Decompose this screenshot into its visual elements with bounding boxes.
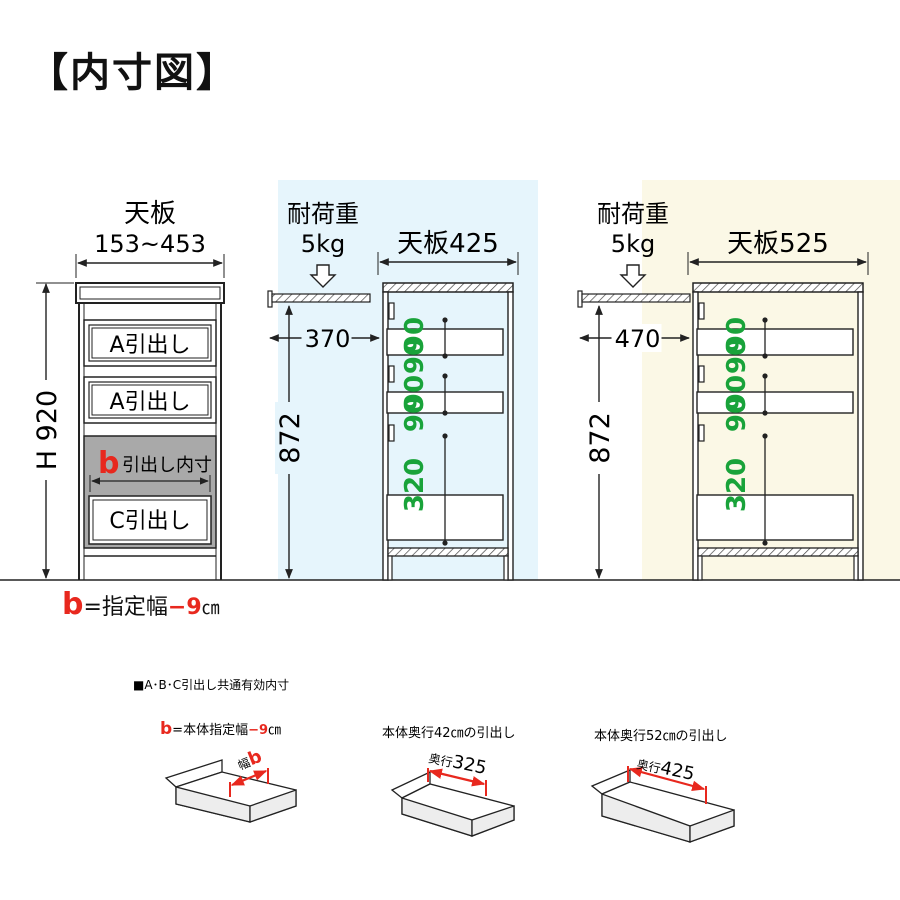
side-1-drawer-height-2: 90: [400, 338, 430, 374]
drawer-a-1-label: A引出し: [109, 333, 190, 358]
side-1-load-label: 耐荷重: [287, 200, 359, 228]
front-view: 天板 153~453 H 920 A引出し A引出し: [30, 199, 225, 622]
drawer-a-2-label: A引出し: [109, 390, 190, 415]
common-item-1-dim: 幅b: [234, 746, 265, 775]
side-1-load-value: 5kg: [301, 230, 345, 258]
formula-unit: ㎝: [202, 598, 220, 619]
common-item-2-dim: 奥行325: [427, 746, 488, 779]
common-item-3: 本体奥行52㎝の引出し 奥行425: [590, 729, 735, 843]
side-2-drawer-front-3: [698, 424, 705, 442]
formula-minus: −9: [168, 595, 202, 620]
side-1-drawer-height-5: 320: [400, 458, 430, 512]
side-1-bottom-board: [387, 547, 509, 557]
common-item-3-caption: 本体奥行52㎝の引出し: [594, 729, 728, 744]
side-1-top-label: 天板425: [397, 229, 499, 259]
side-1-depth-label: 370: [305, 325, 351, 353]
side-2-depth-label: 470: [615, 325, 661, 353]
common-item-2: 本体奥行42㎝の引出し 奥行325: [382, 726, 516, 837]
side-2-drawer-height-3: 90: [722, 375, 752, 411]
side-2-load-label: 耐荷重: [597, 200, 669, 228]
common-item-1-b: b: [160, 719, 172, 739]
side-2-top-label: 天板525: [727, 229, 829, 259]
drawer-b-label: 引出し内寸: [122, 455, 212, 476]
drawer-c: C引出し: [88, 495, 212, 545]
side-2-drawer-height-5: 320: [722, 458, 752, 512]
width-formula: b=指定幅−9㎝: [62, 587, 220, 622]
side-1-drawer-front-1: [388, 302, 395, 320]
side-1-drawer-height-4: 90: [400, 396, 430, 432]
shelf-bracket: [267, 290, 273, 308]
formula-eq: =指定幅: [83, 595, 167, 620]
side-2-drawer-box-1: [696, 328, 854, 356]
common-item-2-caption: 本体奥行42㎝の引出し: [382, 726, 516, 741]
front-height-label: H 920: [32, 390, 63, 470]
down-arrow-icon: [309, 264, 337, 288]
side-2-load-value: 5kg: [611, 230, 655, 258]
side-1-drawer-height-1: 90: [400, 317, 430, 353]
common-item-1-caption: b=本体指定幅−9㎝: [160, 719, 281, 739]
front-top-label: 天板: [124, 199, 176, 229]
drawer-b-letter: b: [98, 446, 119, 481]
side-1-top-board: [382, 282, 514, 293]
side-2-drawer-height-4: 90: [722, 396, 752, 432]
side-2-bottom-board: [697, 547, 859, 557]
side-2-drawer-front-2: [698, 365, 705, 383]
drawer-a-2: A引出し: [83, 376, 217, 424]
down-arrow-icon: [619, 264, 647, 288]
page-title: 【内寸図】: [28, 50, 238, 96]
side-1-drawer-height-3: 90: [400, 375, 430, 411]
shelf-board: [581, 293, 691, 303]
side-1-drawer-front-2: [388, 365, 395, 383]
drawer-a-1: A引出し: [83, 319, 217, 367]
side-1-height-label: 872: [275, 412, 306, 464]
front-top-board: [75, 282, 225, 304]
side-2-drawer-box-2: [696, 391, 854, 414]
side-2-drawer-height-1: 90: [722, 317, 752, 353]
side-2-height-label: 872: [585, 412, 616, 464]
common-section: ■A･B･C引出し共通有効内寸 b=本体指定幅−9㎝ 幅b 本体奥行42㎝の引出…: [133, 677, 735, 843]
shelf-board: [271, 293, 371, 303]
formula-b: b: [62, 587, 83, 622]
side-2-drawer-height-2: 90: [722, 338, 752, 374]
side-2-drawer-box-3: [696, 494, 854, 541]
common-item-1: b=本体指定幅−9㎝ 幅b: [160, 719, 297, 823]
side-2-drawer-front-1: [698, 302, 705, 320]
common-heading: ■A･B･C引出し共通有効内寸: [133, 677, 289, 692]
front-top-range: 153~453: [94, 230, 206, 258]
drawer-c-label: C引出し: [109, 509, 190, 534]
side-1-drawer-front-3: [388, 424, 395, 442]
common-item-3-dim: 奥行425: [635, 752, 696, 785]
side-2-top-board: [692, 282, 864, 293]
